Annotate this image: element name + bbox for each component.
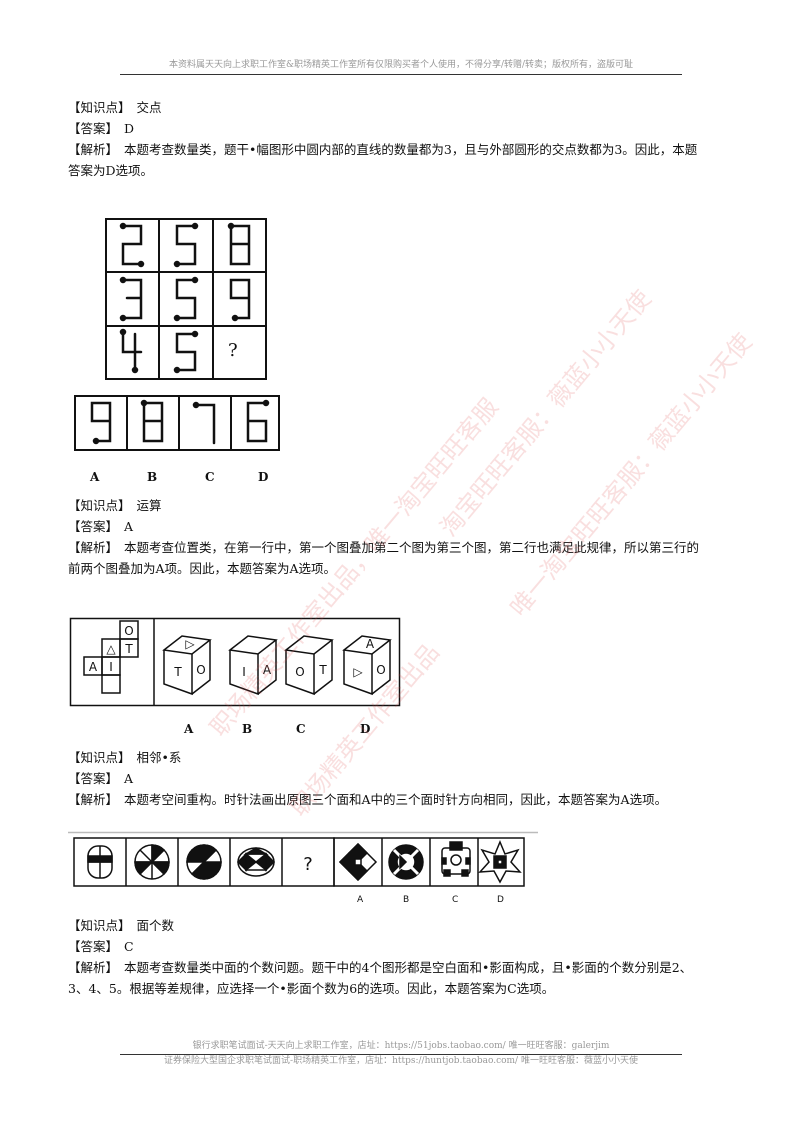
cube-b-front: I <box>242 665 246 679</box>
q3-option-a: A <box>184 722 194 736</box>
q4-option-a: A <box>357 895 364 905</box>
page-footer-1: 银行求职笔试面试-天天向上求职工作室，店址：https://51jobs.tao… <box>120 1038 682 1055</box>
q3-knowledge-line: 【知识点】相邻•系 <box>68 749 758 767</box>
q4-question-mark: ? <box>303 854 313 875</box>
q4-answer-line: 【答案】 C <box>68 938 758 956</box>
q1-analysis-text1: 本题考查数量类，题干•幅图形中圆内部的直线的数量都为3，且与外部圆形的交点数都为… <box>124 142 698 157</box>
knowledge-label: 【知识点】 <box>68 100 131 115</box>
q3-knowledge: 相邻•系 <box>136 750 182 765</box>
answer-label: 【答案】 <box>68 771 119 786</box>
page-header: 本资料属天天向上求职工作室&职场精英工作室所有仅限购买者个人使用，不得分享/转赠… <box>120 57 682 75</box>
analysis-label: 【解析】 <box>68 960 119 975</box>
q4-option-c: C <box>452 895 459 905</box>
q2-digit-grid <box>105 218 267 380</box>
q4-knowledge: 面个数 <box>136 918 175 933</box>
cube-c-front: O <box>295 665 304 679</box>
q3-analysis-text1: 本题考空间重构。时针法画出原图三个面和A中的三个面时针方向相同，因此，本题答案为… <box>124 792 668 807</box>
q2-answer-line: 【答案】 A <box>68 518 758 536</box>
q1-analysis-line1: 【解析】本题考查数量类，题干•幅图形中圆内部的直线的数量都为3，且与外部圆形的交… <box>68 141 758 159</box>
q2-analysis-text1: 本题考查位置类，在第一行中，第一个图叠加第二个图为第三个图，第二行也满足此规律，… <box>124 540 700 555</box>
q2-option-row <box>74 395 280 451</box>
q4-option-d: D <box>497 895 504 905</box>
q2-answer: A <box>124 519 134 534</box>
q1-knowledge-line: 【知识点】交点 <box>68 99 758 117</box>
q2-option-c: C <box>205 470 215 484</box>
q2-analysis-line2: 前两个图叠加为A项。因此，本题答案为A选项。 <box>68 561 337 576</box>
q3-answer: A <box>124 771 134 786</box>
net-face-o: O <box>124 624 133 638</box>
q3-analysis-line1: 【解析】本题考空间重构。时针法画出原图三个面和A中的三个面时针方向相同，因此，本… <box>68 791 758 809</box>
analysis-label: 【解析】 <box>68 540 119 555</box>
net-face-triangle: △ <box>106 642 116 656</box>
q3-option-c: C <box>296 722 306 736</box>
q3-option-b: B <box>242 722 253 736</box>
q1-analysis-line2: 答案为D选项。 <box>68 163 154 178</box>
answer-label: 【答案】 <box>68 939 119 954</box>
knowledge-label: 【知识点】 <box>68 750 131 765</box>
q2-option-b: B <box>147 470 158 484</box>
net-face-i: I <box>109 660 113 674</box>
cube-d-side: O <box>376 663 385 677</box>
q3-cube-figure: O T △ I A ▷ T O I A O T A ▷ O <box>69 617 401 707</box>
cube-d-front: ▷ <box>353 665 363 679</box>
q2-grid-question: ? <box>228 340 238 361</box>
cube-a-side: O <box>196 663 205 677</box>
q2-option-d: D <box>258 470 269 484</box>
q3-answer-line: 【答案】 A <box>68 770 758 788</box>
cube-a-top: ▷ <box>185 637 195 651</box>
q4-answer: C <box>124 939 134 954</box>
cube-c-side: T <box>318 663 327 677</box>
q2-knowledge-line: 【知识点】运算 <box>68 497 758 515</box>
q4-figure: ? <box>68 831 538 887</box>
analysis-label: 【解析】 <box>68 142 119 157</box>
q4-analysis-line2: 3、4、5。根据等差规律，应选择一个•影面个数为6的选项。因此，本题答案为C选项… <box>68 981 555 996</box>
cube-a-front: T <box>173 665 182 679</box>
q1-answer: D <box>124 121 135 136</box>
answer-label: 【答案】 <box>68 519 119 534</box>
q3-option-d: D <box>360 722 371 736</box>
analysis-label: 【解析】 <box>68 792 119 807</box>
net-face-t: T <box>124 642 133 656</box>
q2-option-a: A <box>90 470 100 484</box>
q4-knowledge-line: 【知识点】面个数 <box>68 917 758 935</box>
cube-b-side: A <box>263 663 272 677</box>
q4-option-b: B <box>403 895 410 905</box>
q4-analysis-line1: 【解析】本题考查数量类中面的个数问题。题干中的4个图形都是空白面和•影面构成，且… <box>68 959 758 977</box>
q1-answer-line: 【答案】 D <box>68 120 758 138</box>
q2-knowledge: 运算 <box>136 498 162 513</box>
q2-analysis-line1: 【解析】本题考查位置类，在第一行中，第一个图叠加第二个图为第三个图，第二行也满足… <box>68 539 758 557</box>
q4-analysis-text1: 本题考查数量类中面的个数问题。题干中的4个图形都是空白面和•影面构成，且•影面的… <box>124 960 693 975</box>
answer-label: 【答案】 <box>68 121 119 136</box>
knowledge-label: 【知识点】 <box>68 498 131 513</box>
knowledge-label: 【知识点】 <box>68 918 131 933</box>
net-face-a: A <box>89 660 98 674</box>
cube-d-top: A <box>366 637 375 651</box>
q1-knowledge: 交点 <box>136 100 162 115</box>
page-footer-2: 证券保险大型国企求职笔试面试-职场精英工作室，店址：https://huntjo… <box>164 1056 638 1066</box>
